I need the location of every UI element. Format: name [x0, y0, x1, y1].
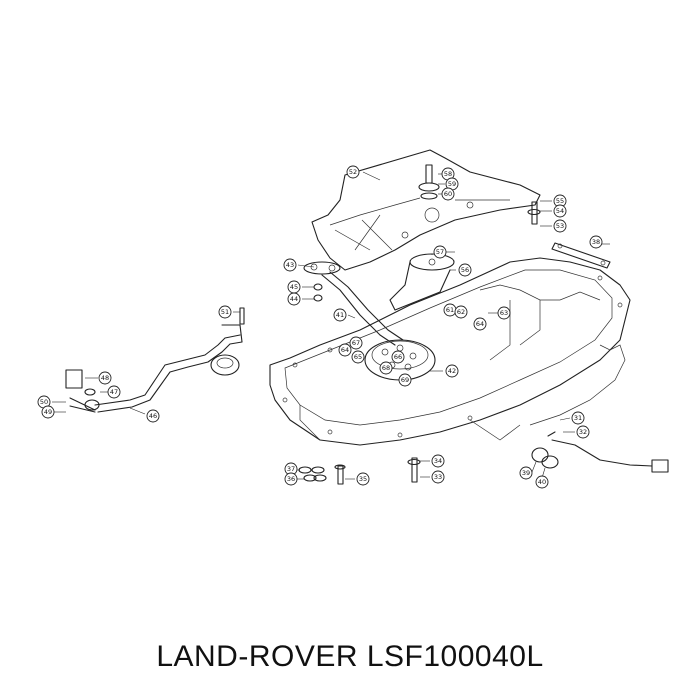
callout-64b: 64	[338, 343, 352, 357]
svg-text:39: 39	[522, 469, 530, 477]
svg-text:55: 55	[556, 197, 564, 205]
baffle-plate	[311, 149, 541, 271]
callout-32: 32	[576, 425, 590, 439]
callout-42: 42	[445, 364, 459, 378]
svg-text:53: 53	[556, 222, 564, 230]
svg-text:59: 59	[448, 180, 456, 188]
callout-63: 63	[497, 306, 511, 320]
svg-text:35: 35	[359, 475, 367, 483]
svg-text:63: 63	[500, 309, 508, 317]
svg-text:52: 52	[349, 168, 357, 176]
callout-49: 49	[41, 405, 55, 419]
svg-text:58: 58	[444, 170, 452, 178]
svg-text:40: 40	[538, 478, 546, 486]
svg-text:48: 48	[101, 374, 109, 382]
svg-text:61: 61	[446, 306, 454, 314]
svg-text:64: 64	[341, 346, 349, 354]
callout-33: 33	[431, 470, 445, 484]
callout-40: 40	[535, 475, 549, 489]
svg-text:36: 36	[287, 475, 295, 483]
callout-48: 48	[98, 371, 112, 385]
callout-66: 66	[391, 350, 405, 364]
svg-text:68: 68	[382, 364, 390, 372]
callout-47: 47	[107, 385, 121, 399]
callout-69: 69	[398, 373, 412, 387]
svg-text:64: 64	[476, 320, 484, 328]
bolt-58	[418, 164, 440, 200]
callout-34: 34	[431, 454, 445, 468]
drain-plug-39	[531, 431, 669, 473]
callout-45: 45	[287, 280, 301, 294]
svg-text:49: 49	[44, 408, 52, 416]
callout-46: 46	[146, 409, 160, 423]
washers-43-45	[313, 283, 323, 302]
callout-39: 39	[519, 466, 533, 480]
svg-text:62: 62	[457, 308, 465, 316]
svg-text:32: 32	[579, 428, 587, 436]
svg-text:42: 42	[448, 367, 456, 375]
callout-68: 68	[379, 361, 393, 375]
callout-35: 35	[356, 472, 370, 486]
svg-text:54: 54	[556, 207, 564, 215]
bolts-33-37	[298, 457, 421, 485]
svg-text:69: 69	[401, 376, 409, 384]
callout-52: 52	[346, 165, 360, 179]
callout-36: 36	[284, 472, 298, 486]
svg-text:65: 65	[354, 353, 362, 361]
callout-62: 62	[454, 305, 468, 319]
bolt-53-55	[527, 201, 541, 225]
callout-54-top: 54	[553, 204, 567, 218]
callout-43: 43	[283, 258, 297, 272]
strap-38	[551, 242, 611, 269]
callout-65: 65	[351, 350, 365, 364]
svg-text:31: 31	[574, 414, 582, 422]
svg-text:38: 38	[592, 238, 600, 246]
sump-pan	[269, 257, 631, 446]
callout-37: 37	[284, 462, 298, 476]
svg-text:45: 45	[290, 283, 298, 291]
pickup-tube-41	[303, 261, 404, 346]
callout-38: 38	[589, 235, 603, 249]
callout-60: 60	[441, 187, 455, 201]
part-number-caption: LAND-ROVER LSF100040L	[156, 640, 544, 673]
svg-text:33: 33	[434, 473, 442, 481]
callout-67: 67	[349, 336, 363, 350]
svg-text:41: 41	[336, 311, 344, 319]
callout-61: 61	[443, 303, 457, 317]
callout-41: 41	[333, 308, 347, 322]
svg-text:47: 47	[110, 388, 118, 396]
callout-53-top: 53	[553, 219, 567, 233]
callout-51: 51	[218, 305, 232, 319]
svg-text:60: 60	[444, 190, 452, 198]
callout-31: 31	[571, 411, 585, 425]
callout-57: 57	[433, 245, 447, 259]
leader-lines	[52, 171, 610, 480]
svg-text:51: 51	[221, 308, 229, 316]
svg-text:44: 44	[290, 295, 298, 303]
dipstick-tube-46	[65, 307, 245, 413]
svg-text:57: 57	[436, 248, 444, 256]
svg-text:50: 50	[40, 398, 48, 406]
callout-56: 56	[458, 263, 472, 277]
svg-text:43: 43	[286, 261, 294, 269]
svg-text:37: 37	[287, 465, 295, 473]
callout-44: 44	[287, 292, 301, 306]
svg-text:56: 56	[461, 266, 469, 274]
svg-text:34: 34	[434, 457, 442, 465]
svg-text:46: 46	[149, 412, 157, 420]
svg-text:66: 66	[394, 353, 402, 361]
callout-64: 64	[473, 317, 487, 331]
svg-text:67: 67	[352, 339, 360, 347]
callout-labels: 52 58 59 60 55 54 53 38 43 57 56 45 44 5…	[37, 165, 603, 489]
